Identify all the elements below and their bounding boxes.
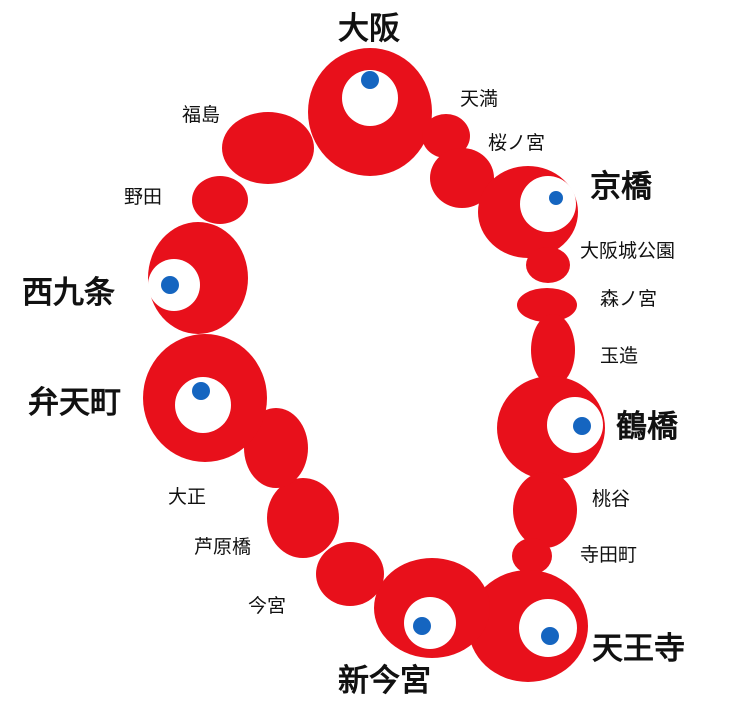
station-label-osakajokoen: 大阪城公園 [580,240,676,262]
shinimamiya-dot [413,617,431,635]
station-label-nishikujo: 西九条 [22,275,115,311]
sakuranomiya-blob [430,148,494,208]
station-label-ashiharabashi: 芦原橋 [194,536,252,558]
station-label-tamatsukuri: 玉造 [600,345,639,367]
nishikujo-station-marker [148,259,200,311]
teradacho-blob [512,538,552,574]
osaka-dot [361,71,379,89]
station-label-teradacho: 寺田町 [580,544,638,566]
bentencho-dot [192,382,210,400]
osakajokoen-blob [526,247,570,283]
station-label-fukushima: 福島 [182,104,221,126]
tennoji-station-marker [519,599,577,657]
tennoji-dot [541,627,559,645]
kyobashi-dot [549,191,563,205]
taisho-blob [244,408,308,488]
tsuruhashi-station-marker [547,397,603,453]
momodani-blob [513,472,577,548]
shinimamiya-station-marker [404,597,456,649]
ashiharabashi-blob [267,478,339,558]
imamiya-blob [316,542,384,606]
nishikujo-dot [161,276,179,294]
station-label-tsuruhashi: 鶴橋 [616,409,678,445]
station-label-taisho: 大正 [168,486,207,508]
station-label-imamiya: 今宮 [248,595,287,617]
station-label-shinimamiya: 新今宮 [338,663,431,699]
morinomiya-blob [517,288,577,322]
station-label-sakuranomiya: 桜ノ宮 [488,132,546,154]
tamatsukuri-blob [531,314,575,386]
tsuruhashi-dot [573,417,591,435]
station-label-momodani: 桃谷 [592,488,631,510]
station-label-bentencho: 弁天町 [28,385,121,421]
noda-blob [192,176,248,224]
tenma-blob [422,114,470,158]
station-label-morinomiya: 森ノ宮 [600,288,658,310]
station-label-tennoji: 天王寺 [592,631,685,667]
bentencho-station-marker [175,377,231,433]
station-label-kyobashi: 京橋 [590,169,652,205]
station-label-noda: 野田 [124,186,163,208]
fukushima-blob [222,112,314,184]
station-label-tenma: 天満 [460,88,499,110]
kyobashi-station-marker [520,176,576,232]
station-label-osaka: 大阪 [338,11,400,47]
osaka-station-marker [342,70,398,126]
